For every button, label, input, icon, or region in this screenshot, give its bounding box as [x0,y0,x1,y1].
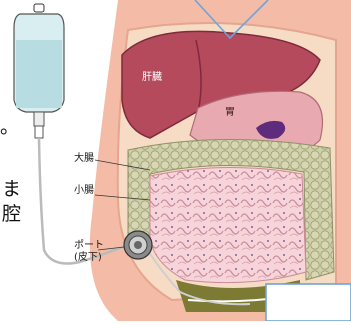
side-text-3: 腔 [2,205,21,224]
label-large-intestine: 大腸 [74,153,94,164]
bottom-callout-frame [266,284,351,321]
label-small-intestine: 小腸 [74,185,94,196]
iv-bag-icon [14,4,64,138]
port-device-icon [124,231,152,259]
label-liver: 肝臓 [142,72,162,83]
side-text-1: 。 [0,118,19,137]
side-text-2: ま [2,180,21,199]
label-port-subcutaneous: (皮下) [74,252,102,263]
label-stomach: 胃 [225,107,235,118]
small-intestine [150,167,306,282]
label-port: ポート [74,240,104,251]
